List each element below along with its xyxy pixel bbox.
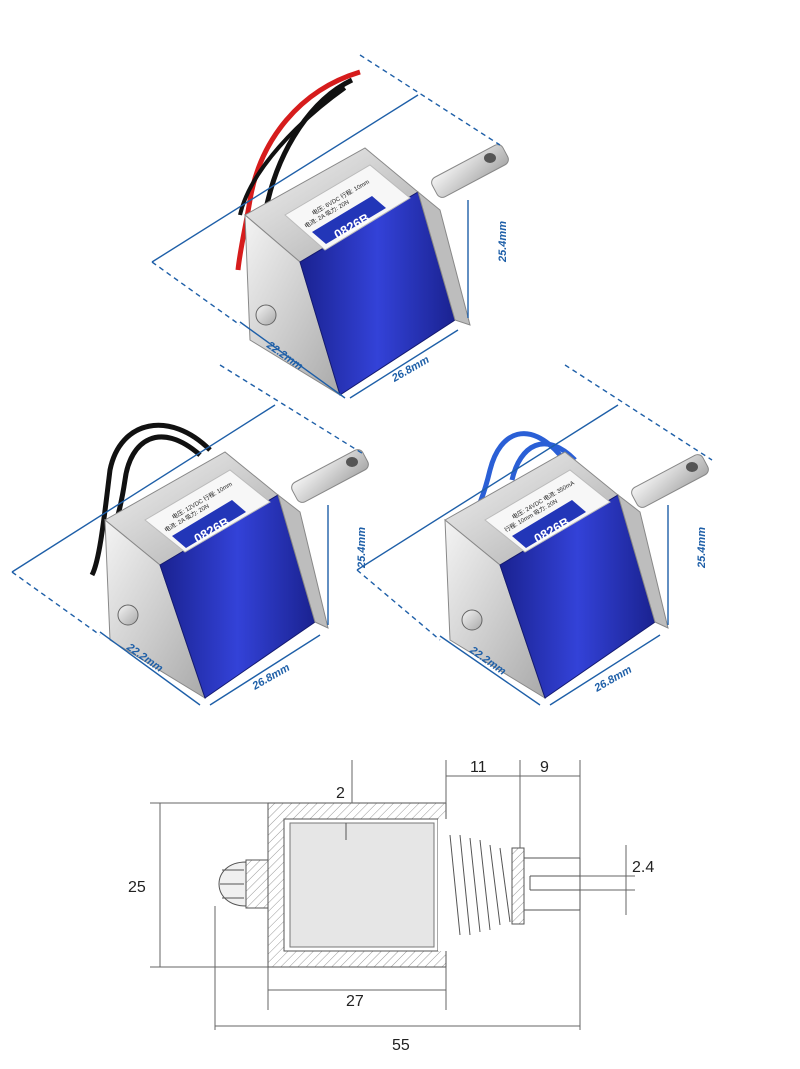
dim-total: 55 [392, 1037, 410, 1054]
frame-side [277, 493, 329, 629]
model-banner [172, 500, 246, 548]
plunger-rod [523, 857, 581, 911]
dim-height-label: 25.4mm [497, 221, 509, 263]
plunger-eye [346, 457, 358, 467]
label-sticker [144, 469, 271, 553]
wire-1c [238, 86, 347, 216]
label-sticker [284, 164, 411, 251]
solenoid-photo-1: 0826B 电压: 6VDC 行程: 10mm 电流: 2A 吸力: 20N 2… [151, 54, 509, 399]
dim-line-depth [549, 634, 661, 706]
dim-height-label: 25.4mm [356, 527, 368, 569]
dim-wall: 2 [336, 785, 345, 802]
front-bolt [461, 609, 483, 631]
dim-line-length [356, 404, 619, 571]
solenoid-photo-3: 0826B 电压: 24VDC 电流: 350mA 行程: 10mm 吸力: 2… [356, 364, 713, 706]
dim-line-depth [209, 634, 321, 706]
technical-drawing [150, 760, 635, 1030]
front-bolt [255, 304, 277, 326]
dim-height: 25 [128, 879, 146, 896]
plunger [291, 449, 369, 503]
dim-depth-label: 26.8mm [592, 664, 635, 695]
dim-plunger-tip: 9 [540, 759, 549, 776]
coil-section [289, 822, 435, 948]
model-banner [312, 196, 386, 244]
dim-line-depth [349, 329, 459, 399]
plunger-eye [686, 462, 698, 472]
label-sticker [484, 469, 611, 553]
dim-line-length [151, 94, 419, 263]
model-banner [512, 500, 586, 548]
spring [449, 834, 511, 936]
wire-2 [89, 422, 212, 577]
frame-side [417, 190, 471, 326]
solenoid-photo-2: 0826B 电压: 12VDC 行程: 10mm 电流: 2A 吸力: 20N … [11, 364, 369, 706]
dim-line-width [239, 321, 346, 399]
dim-plunger-out: 11 [470, 759, 487, 776]
dim-height-label: 25.4mm [696, 527, 708, 569]
plunger [631, 454, 709, 508]
plunger-eye [484, 153, 496, 163]
front-bolt [117, 604, 139, 626]
collar [511, 847, 525, 925]
dim-line-width [99, 631, 201, 706]
plunger [431, 144, 509, 198]
frame-side [617, 493, 669, 629]
dim-line-width [439, 635, 541, 706]
dim-body: 27 [346, 993, 364, 1010]
dim-slot: 2.4 [632, 859, 654, 876]
front-nut [245, 859, 269, 909]
dim-line-length [11, 404, 276, 573]
